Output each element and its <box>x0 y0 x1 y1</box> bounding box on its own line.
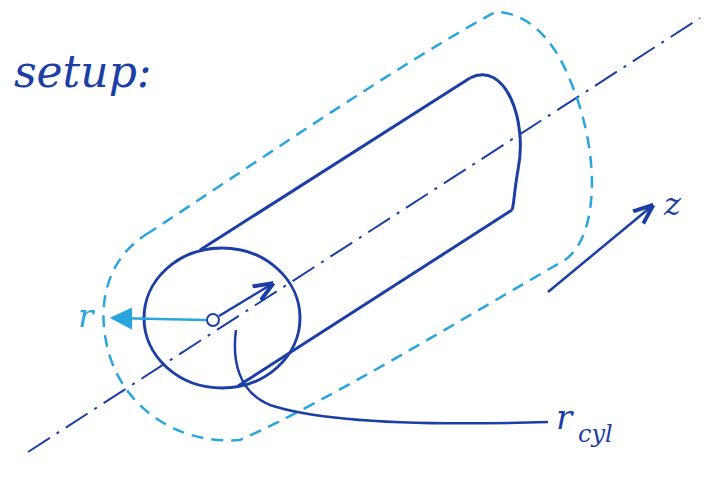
setup-heading: setup: <box>14 50 152 94</box>
dashed-envelope <box>103 12 591 440</box>
radius-arrow <box>219 284 272 316</box>
subscript-label: cyl <box>578 422 613 446</box>
cylinder-edge <box>238 210 512 386</box>
cylinder-back-end <box>470 75 520 210</box>
axis-label: z <box>664 188 681 220</box>
radius-arrow <box>112 318 206 320</box>
radius-label: r <box>78 300 93 332</box>
radius-label: r <box>556 400 572 434</box>
center-point <box>207 314 219 326</box>
leader-line <box>235 330 548 423</box>
direction-arrow <box>548 206 652 292</box>
cylinder-edge <box>200 78 470 250</box>
